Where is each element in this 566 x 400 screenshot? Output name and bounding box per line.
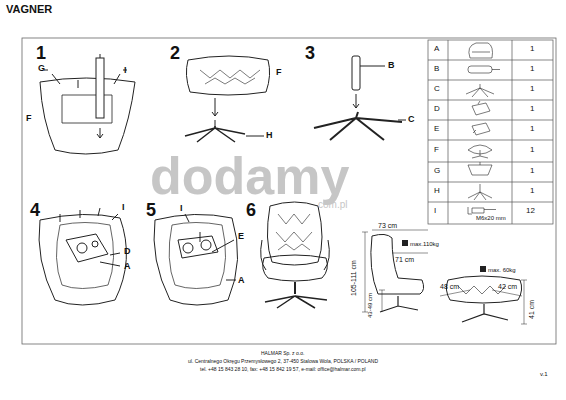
watermark: dodamy (150, 150, 349, 202)
dimension: 43-49 cm (367, 293, 373, 318)
table-cell: H (434, 187, 440, 195)
watermark: com.pl (318, 200, 347, 210)
table-cell: 1 (530, 85, 534, 93)
sheet-title: VAGNER (6, 4, 52, 15)
table-cell: E (434, 125, 439, 133)
version: v.1 (540, 371, 548, 377)
callout-letter: F (26, 114, 32, 123)
dimension: 105-111 cm (350, 260, 357, 296)
callout-letter: I (122, 203, 125, 212)
table-cell: A (434, 45, 439, 53)
table-cell: 1 (530, 187, 534, 195)
callout-letter: E (238, 232, 244, 241)
table-cell: 1 (530, 167, 534, 175)
table-cell: G (434, 167, 440, 175)
callout-letter: G (38, 64, 45, 73)
step-number: 3 (305, 44, 315, 62)
dimension: 73 cm (378, 222, 397, 229)
load-rating: max. 60kg (488, 267, 516, 273)
dimension: 48 cm (440, 283, 459, 290)
callout-letter: C (408, 115, 415, 124)
step-number: 5 (146, 201, 156, 219)
callout-letter: B (388, 61, 395, 70)
callout-letter: H (266, 131, 273, 140)
callout-letter: I (180, 204, 183, 213)
step-number: 1 (36, 44, 46, 62)
table-cell: 1 (530, 125, 534, 133)
table-cell: B (434, 65, 439, 73)
callout-letter: A (124, 262, 131, 271)
callout-letter: D (124, 247, 131, 256)
dimension: 42 cm (498, 283, 517, 290)
table-cell: 1 (530, 105, 534, 113)
table-cell: 1 (530, 65, 534, 73)
table-cell: D (434, 105, 440, 113)
callout-letter: F (276, 68, 282, 77)
table-cell: I (434, 207, 436, 215)
footer-text: HALMAR Sp. z o.o. (261, 351, 304, 356)
callout-letter: A (238, 276, 245, 285)
table-cell: 1 (530, 146, 534, 154)
step-number: 2 (170, 44, 180, 62)
dimension: 41 cm (528, 300, 535, 319)
table-cell: F (434, 146, 439, 154)
step-number: 4 (30, 201, 40, 219)
callout-letter: I (124, 66, 127, 75)
footer-text: ul. Centralnego Okręgu Przemysłowego 2, … (188, 359, 378, 364)
table-cell: C (434, 85, 440, 93)
table-cell: 12 (526, 207, 535, 215)
footer-text: tel. +48 15 843 28 10, fax: +48 15 842 1… (200, 367, 366, 372)
table-cell: 1 (530, 45, 534, 53)
load-rating: max.110kg (410, 241, 439, 247)
table-cell: M6x20 mm (476, 215, 506, 221)
dimension: 71 cm (395, 256, 414, 263)
step-number: 6 (246, 201, 256, 219)
